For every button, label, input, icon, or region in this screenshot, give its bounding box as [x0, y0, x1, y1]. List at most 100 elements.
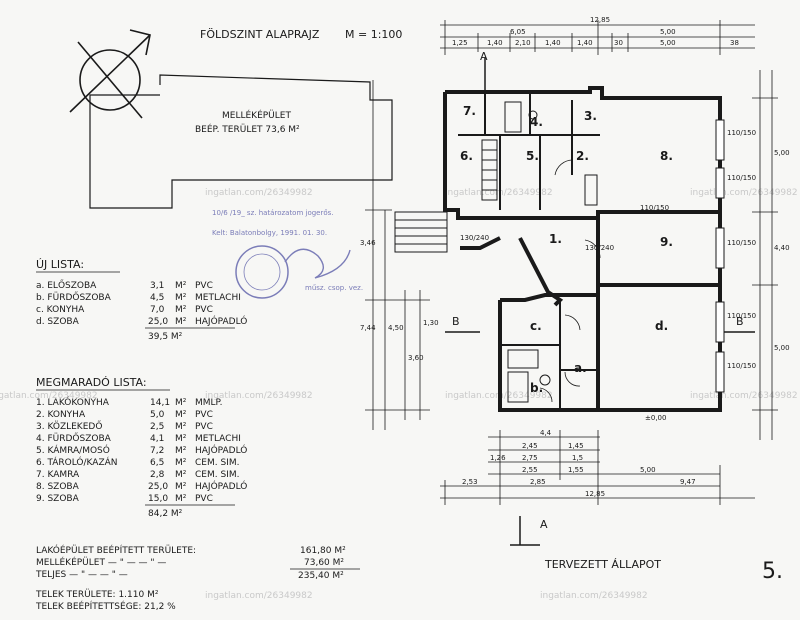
- list-item-area: 3,1: [150, 281, 164, 291]
- new-list-rows: a. ELŐSZOBA 3,1 M² PVC b. FÜRDŐSZOBA 4,5…: [36, 280, 247, 327]
- dim-bottom: 2,53: [462, 478, 478, 486]
- page-number: 5.: [762, 559, 783, 584]
- right-dimension-lines: [752, 70, 778, 440]
- list-item-unit: M²: [175, 458, 187, 468]
- room-9-label: 9.: [660, 235, 673, 249]
- room-3-label: 3.: [584, 109, 597, 123]
- dim-bottom: 2,75: [522, 454, 538, 462]
- dim-bottom-total: 12,85: [585, 490, 605, 498]
- list-item-floor: PVC: [195, 281, 213, 291]
- watermark: ingatlan.com/26349982: [690, 391, 798, 401]
- list-item-floor: METLACHI: [195, 293, 241, 303]
- dim-left: 1,30: [423, 319, 439, 327]
- list-item-unit: M²: [175, 317, 187, 327]
- list-item-name: 5. KÁMRA/MOSÓ: [36, 444, 110, 456]
- window-size-label: 110/150: [727, 312, 756, 320]
- dim-bottom: 1,55: [568, 466, 584, 474]
- entrance-stairs: [394, 139, 498, 253]
- room-5-label: 5.: [526, 149, 539, 163]
- bottom-dimension-lines: [440, 430, 755, 505]
- room-a-label: a.: [574, 361, 587, 375]
- list-item-area: 2,8: [150, 470, 165, 480]
- watermark: ingatlan.com/26349982: [445, 188, 553, 198]
- summary-label: LAKÓÉPÜLET BEÉPÍTETT TERÜLETE:: [36, 544, 196, 556]
- dim-top: 2,10: [515, 39, 531, 47]
- door-swings: [539, 159, 601, 403]
- dim-top: 1,40: [487, 39, 503, 47]
- list-item-unit: M²: [175, 422, 187, 432]
- dim-top: 1,40: [545, 39, 561, 47]
- dim-bottom: 2,55: [522, 466, 538, 474]
- top-dimension-lines: [440, 20, 755, 55]
- dim-bottom: 1,5: [572, 454, 583, 462]
- watermark-layer: ingatlan.com/26349982 ingatlan.com/26349…: [0, 188, 798, 601]
- dim-right: 4,40: [774, 244, 790, 252]
- section-label-bottom: A: [540, 518, 548, 531]
- section-mark-a-bottom: [510, 516, 540, 546]
- dim-right: 5,00: [774, 344, 790, 352]
- list-item-name: c. KONYHA: [36, 305, 85, 315]
- room-7-label: 7.: [463, 104, 476, 118]
- list-item-area: 2,5: [150, 422, 164, 432]
- watermark: ingatlan.com/26349982: [690, 188, 798, 198]
- dim-left: 3,46: [360, 239, 376, 247]
- summary-label: TELJES — " — — " —: [35, 570, 128, 580]
- outbuilding-outline: [89, 74, 393, 209]
- list-item-name: 9. SZOBA: [36, 494, 80, 504]
- window-size-label: 110/150: [727, 362, 756, 370]
- list-item-name: 4. FÜRDŐSZOBA: [36, 433, 112, 444]
- outbuilding-area: BEÉP. TERÜLET 73,6 M²: [195, 123, 300, 135]
- list-item-area: 25,0: [148, 317, 168, 327]
- list-item-unit: M²: [175, 434, 187, 444]
- window-size-label: 110/150: [727, 174, 756, 182]
- dim-left: 4,50: [388, 324, 404, 332]
- list-item-area: 4,1: [150, 434, 164, 444]
- room-labels: 1. 2. 3. 4. 5. 6. 7. 8. 9. a. b. c. d.: [460, 104, 673, 395]
- list-item-floor: PVC: [195, 305, 213, 315]
- watermark: ingatlan.com/26349982: [205, 188, 313, 198]
- dim-total-top: 12,85: [590, 16, 610, 24]
- room-c-label: c.: [530, 319, 542, 333]
- list-item-name: 6. TÁROLÓ/KAZÁN: [36, 456, 118, 468]
- new-list-title: ÚJ LISTA:: [36, 258, 84, 271]
- stamp-date: Kelt: Balatonbolgy, 1991. 01. 30.: [212, 229, 327, 237]
- dim-top: 38: [730, 39, 739, 47]
- north-arrow-icon: [69, 29, 151, 119]
- dim-top: 1,40: [577, 39, 593, 47]
- built-ratio: TELEK BEÉPÍTETTSÉGE: 21,2 %: [35, 600, 176, 612]
- dim-right: 5,00: [774, 149, 790, 157]
- list-item-name: 3. KÖZLEKEDŐ: [36, 421, 102, 432]
- window-size-label: 110/150: [727, 239, 756, 247]
- dim-top: 6,05: [510, 28, 526, 36]
- existing-list-title: MEGMARADÓ LISTA:: [36, 376, 147, 389]
- dim-left: 3,60: [408, 354, 424, 362]
- list-item-floor: METLACHI: [195, 434, 241, 444]
- list-item-unit: M²: [175, 482, 187, 492]
- dim-bottom: 4,4: [540, 429, 552, 437]
- list-item-area: 4,5: [150, 293, 164, 303]
- authority-stamp: [235, 245, 351, 299]
- room-8-label: 8.: [660, 149, 673, 163]
- list-item-unit: M²: [175, 293, 187, 303]
- left-dimension-lines: [365, 80, 430, 430]
- list-item-floor: CEM. SIM.: [195, 470, 239, 480]
- room-d-label: d.: [655, 319, 668, 333]
- list-item-name: a. ELŐSZOBA: [36, 280, 97, 291]
- outbuilding-label: MELLÉKÉPÜLET: [222, 109, 291, 121]
- plot-area: TELEK TERÜLETE: 1.110 M²: [35, 589, 159, 600]
- existing-list-total: 84,2 M²: [148, 509, 183, 519]
- summary-value: 73,60 M²: [304, 558, 344, 568]
- list-item-name: 2. KONYHA: [36, 410, 86, 420]
- window-size-label: 110/150: [727, 129, 756, 137]
- new-list-total: 39,5 M²: [148, 332, 183, 342]
- window-size-label: 110/150: [640, 204, 669, 212]
- area-summary: LAKÓÉPÜLET BEÉPÍTETT TERÜLETE: 161,80 M²…: [35, 544, 360, 612]
- list-item-name: d. SZOBA: [36, 317, 80, 327]
- room-1-label: 1.: [549, 232, 562, 246]
- dim-bottom: 1,26: [490, 454, 506, 462]
- drawing-scale: M = 1:100: [345, 28, 402, 41]
- list-item-unit: M²: [175, 281, 187, 291]
- stamp-ruling-line: 10/6 /19_ sz. határozatom jogerős.: [212, 208, 334, 217]
